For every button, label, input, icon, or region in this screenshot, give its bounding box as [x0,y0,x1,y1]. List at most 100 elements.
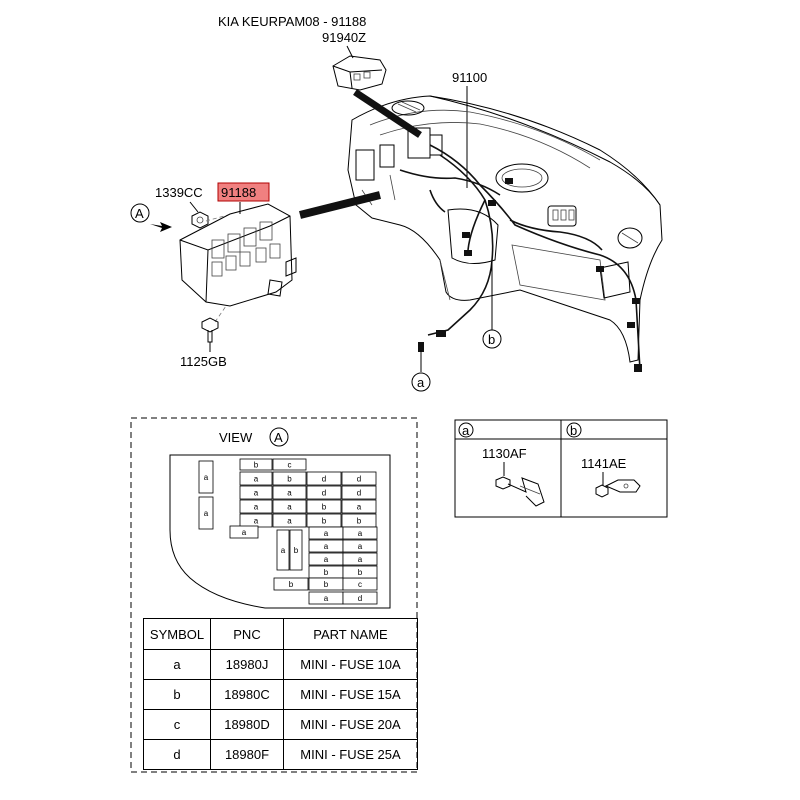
fuse-slot-label: a [254,489,259,498]
fuse-slot-label: a [324,529,329,538]
view-title: VIEW [219,430,253,445]
fuse-slot [239,485,273,500]
nut-icon [191,211,209,229]
fuse-slot [276,529,290,571]
fuse-slot-label: a [254,517,259,526]
fuse-slot-label: c [358,580,362,589]
fuse-slot [273,577,309,591]
cell-symbol: d [143,739,211,770]
fuse-box-outline [169,454,391,609]
fuse-slot-label: a [324,542,329,551]
bracket-bolt-icon [595,479,641,498]
fuse-slot [289,529,303,571]
detail-a-tag: a [462,423,470,438]
fuse-slot-label: a [357,503,362,512]
fuse-slot-label: a [254,475,259,484]
junction-box-icon [179,203,297,307]
fuse-slot [272,513,307,528]
dashboard-illustration [299,89,663,372]
fuse-slot-label: a [324,555,329,564]
table-row: c 18980D MINI - FUSE 20A [143,709,418,740]
fuse-slot [342,591,378,605]
fuse-slot-label: a [204,473,209,482]
fuse-slot-label: a [204,509,209,518]
part-label-nut: 1339CC [155,185,203,200]
table-row: d 18980F MINI - FUSE 25A [143,739,418,770]
junction-box-highlight [217,182,270,202]
view-a-marker-circle [130,203,150,223]
fuse-slot [341,485,377,500]
cell-part-name: MINI - FUSE 20A [283,709,418,740]
fuse-slot-label: b [357,517,362,526]
fuse-slot-label: b [322,503,327,512]
fuse-slot [239,458,273,471]
fuse-slot [198,460,214,494]
detail-a-tag-circle [458,422,474,438]
fuse-slot [198,496,214,530]
fuse-slot [341,471,377,486]
cell-part-name: MINI - FUSE 15A [283,679,418,710]
fuse-slot-label: d [357,489,361,498]
cell-part-name: MINI - FUSE 25A [283,739,418,770]
detail-b-part: 1141AE [581,456,627,471]
detail-b-tag-circle [566,422,582,438]
fuse-slot [306,485,342,500]
part-label-junction-box: 91188 [221,185,256,200]
cell-pnc: 18980J [210,649,284,680]
fuse-slot-label: a [358,529,363,538]
symbol-table: SYMBOL PNC PART NAME a 18980J MINI - FUS… [143,618,418,770]
fuse-slot-label: b [294,546,299,555]
callout-a-circle [411,372,431,392]
part-label-bolt: 1125GB [180,354,227,369]
fuse-slot [306,499,342,514]
view-a-arrow-icon [150,222,172,232]
part-label-harness: 91100 [452,70,487,85]
fuse-slot-label: a [324,594,329,603]
nut-leader [189,201,199,213]
fuse-slot-label: b [289,580,294,589]
fuse-slot-label: a [358,555,363,564]
fuse-slot [341,499,377,514]
col-header-symbol: SYMBOL [143,618,211,650]
fuse-slot-label: a [358,542,363,551]
cell-symbol: a [143,649,211,680]
part-label-relay: 91940Z [322,30,366,45]
fuse-slot [272,499,307,514]
cell-part-name: MINI - FUSE 10A [283,649,418,680]
fuse-slot-label: a [281,546,286,555]
cell-pnc: 18980C [210,679,284,710]
fuse-slot-label: b [324,580,329,589]
callout-a-label: a [417,375,425,390]
view-a-marker-label: A [135,206,144,221]
view-a-panel [130,417,418,773]
fuse-slot-label: c [288,461,292,470]
fuse-slot-label: a [254,503,259,512]
fuse-slot-label: a [287,503,292,512]
view-title-marker-circle [269,427,289,447]
fuse-slot-label: b [287,475,292,484]
fuse-slot [342,565,378,579]
fuse-slot [342,539,378,553]
fuse-slot [342,552,378,566]
fuse-slot-label: a [242,528,247,537]
fuse-slot-label: d [357,475,361,484]
view-title-marker: A [274,430,283,445]
callout-b-label: b [488,332,495,347]
callout-b-circle [482,329,502,349]
fuse-slot-label: b [358,568,363,577]
detail-panel [454,419,668,518]
fuse-slot [306,471,342,486]
fuse-slot [229,525,259,539]
fuse-slot-label: a [287,517,292,526]
cell-pnc: 18980F [210,739,284,770]
detail-a-part: 1130AF [482,446,527,461]
relay-icon [332,55,387,91]
fuse-slot-label: d [358,594,362,603]
fuse-slot [342,526,378,540]
table-row: a 18980J MINI - FUSE 10A [143,649,418,680]
fuse-slot [272,458,307,471]
table-header-row: SYMBOL PNC PART NAME [143,618,418,650]
fuse-slot [272,471,307,486]
cell-symbol: c [143,709,211,740]
